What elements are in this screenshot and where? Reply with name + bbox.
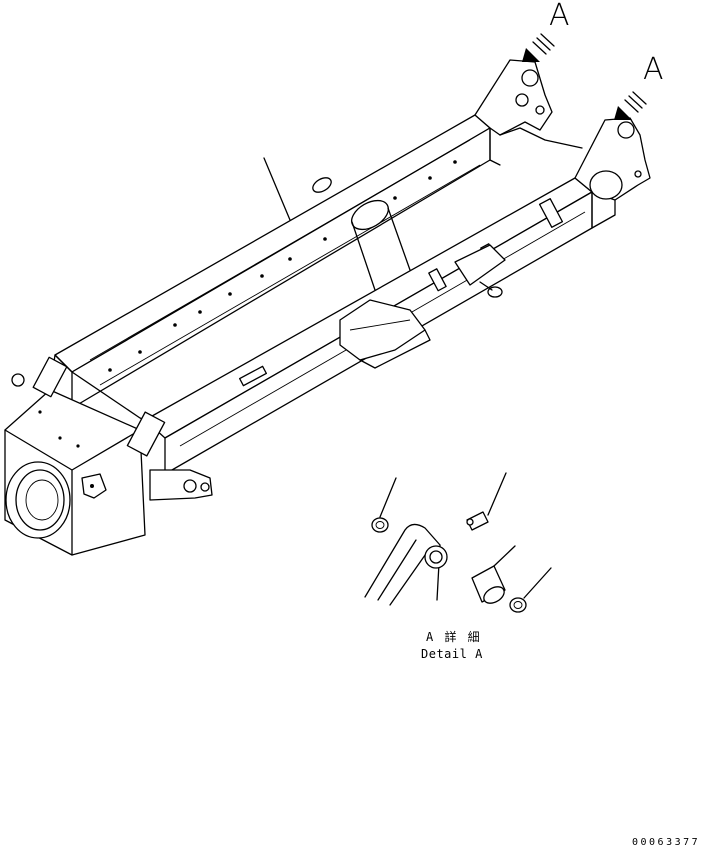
view-marker-label-left: A — [549, 0, 570, 33]
detail-arm-section — [364, 523, 448, 606]
drawing-number: 00063377 — [632, 837, 701, 848]
detail-pin — [471, 545, 516, 604]
cross-tube — [312, 177, 411, 291]
right-upright-arm — [574, 117, 651, 229]
left-side-rail — [54, 114, 491, 409]
rear-pin-boss — [454, 244, 506, 298]
center-bracket — [339, 299, 431, 369]
detail-title-japanese: A 詳 細 — [426, 630, 482, 644]
front-end-housing — [4, 354, 166, 556]
view-arrow-right — [614, 91, 647, 120]
main-frame-assembly — [4, 59, 651, 556]
view-marker-label-right: A — [643, 52, 664, 87]
detail-a-view — [364, 472, 552, 613]
left-upright-arm — [474, 59, 583, 166]
detail-grease-fitting — [466, 472, 507, 531]
front-lug — [149, 469, 213, 501]
view-arrow-left — [522, 33, 555, 62]
frame-leader-line — [263, 157, 291, 221]
detail-washer-left — [371, 477, 397, 533]
detail-washer-right — [509, 567, 552, 613]
detail-title-english: Detail A — [421, 647, 483, 661]
